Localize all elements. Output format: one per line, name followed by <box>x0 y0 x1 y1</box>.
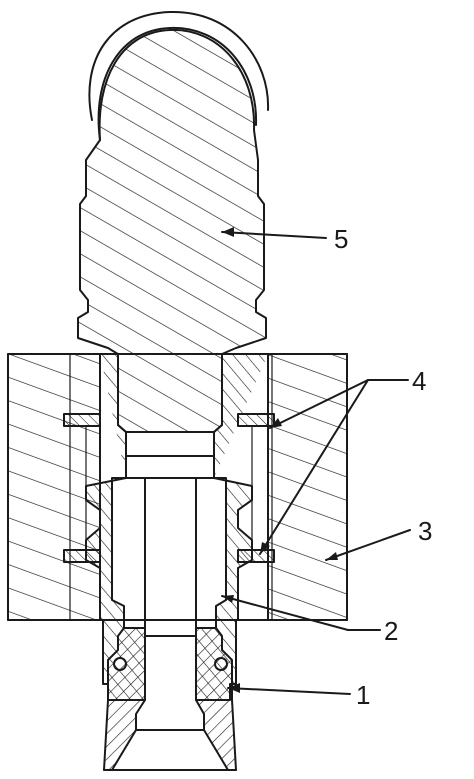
callout-3-label: 3 <box>418 516 432 546</box>
callout-5-label: 5 <box>334 224 348 254</box>
tool-shank <box>77 10 270 479</box>
callout-2-label: 2 <box>384 616 398 646</box>
callout-3: 3 <box>325 516 432 561</box>
nozzle-tip <box>103 627 237 771</box>
callout-4: 4 <box>259 366 426 555</box>
callout-4-label: 4 <box>412 366 426 396</box>
callout-2: 2 <box>221 595 398 646</box>
callout-1-label: 1 <box>356 680 370 710</box>
callout-5: 5 <box>221 224 348 254</box>
callout-1: 1 <box>227 680 370 710</box>
